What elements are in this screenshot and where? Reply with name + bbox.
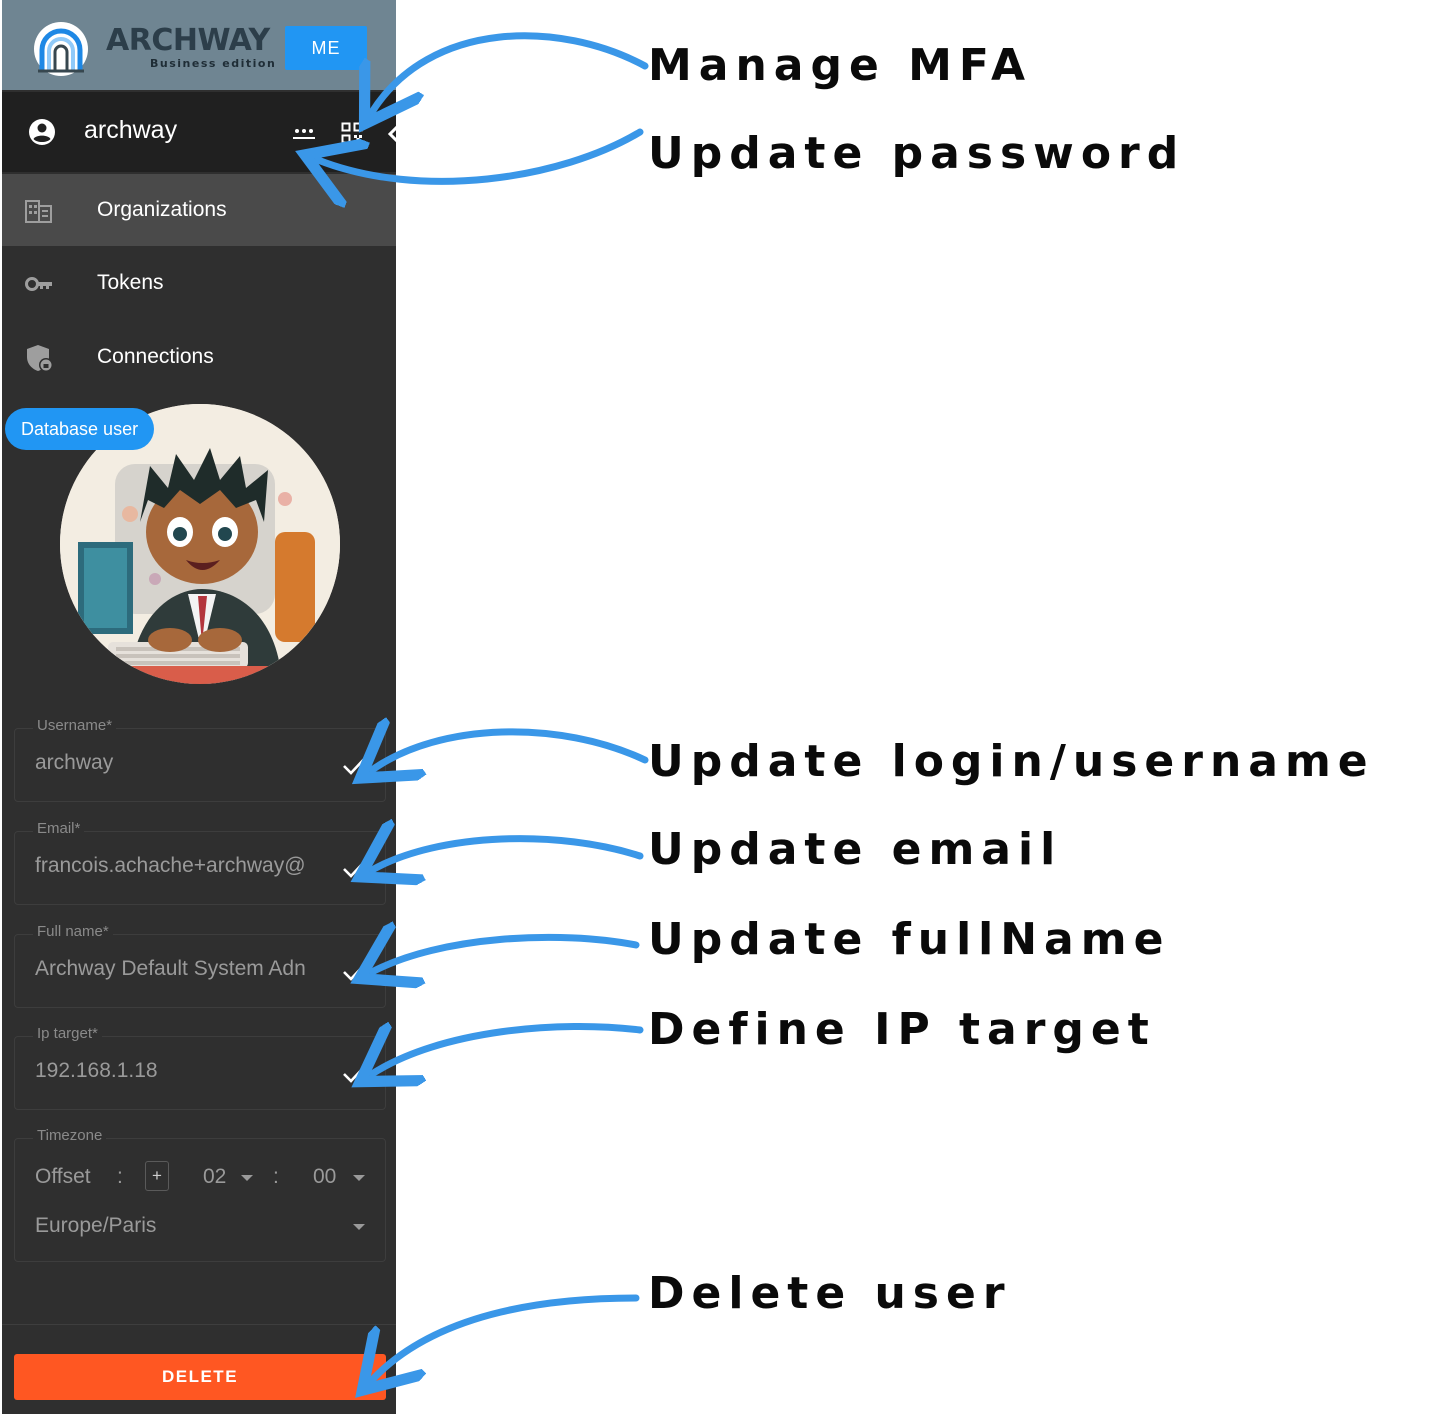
- timezone-zone-select[interactable]: Europe/Paris: [35, 1214, 157, 1237]
- sidebar-item-label: Organizations: [97, 198, 227, 221]
- annotation-delete-user: Delete user: [648, 1268, 1012, 1319]
- username-value[interactable]: archway: [35, 751, 114, 774]
- annotation-define-ip: Define IP target: [648, 1004, 1156, 1055]
- offset-hours-select[interactable]: 02: [203, 1165, 227, 1188]
- account-circle-icon: [29, 119, 55, 145]
- email-value[interactable]: francois.achache+archway@: [35, 854, 306, 877]
- user-name: archway: [84, 116, 178, 144]
- divider: [2, 1324, 396, 1325]
- user-bar: archway: [2, 92, 396, 172]
- fullname-label: Full name*: [33, 923, 113, 940]
- chevron-left-icon[interactable]: [386, 122, 396, 146]
- app-header: ARCHWAY Business edition ME: [2, 0, 396, 90]
- user-avatar[interactable]: [60, 404, 340, 684]
- organization-icon: [25, 200, 52, 223]
- offset-colon: :: [117, 1165, 123, 1188]
- delete-button[interactable]: DELETE: [14, 1354, 386, 1400]
- annotation-update-password: Update password: [648, 128, 1186, 179]
- sidebar-item-connections[interactable]: Connections: [2, 321, 396, 393]
- sidebar-item-tokens[interactable]: Tokens: [2, 247, 396, 319]
- logo-subtitle: Business edition: [150, 57, 277, 70]
- qr-code-icon[interactable]: [341, 122, 363, 144]
- fullname-field[interactable]: Full name* Archway Default System Adn: [14, 923, 386, 1008]
- username-label: Username*: [33, 717, 117, 734]
- chevron-down-icon[interactable]: [353, 1175, 365, 1181]
- check-icon[interactable]: [341, 753, 369, 777]
- email-field[interactable]: Email* francois.achache+archway@: [14, 820, 386, 905]
- offset-label: Offset: [35, 1165, 91, 1188]
- security-shield-icon: [27, 345, 53, 372]
- username-field[interactable]: Username* archway: [14, 717, 386, 802]
- annotation-update-email: Update email: [648, 824, 1063, 875]
- fullname-value[interactable]: Archway Default System Adn: [35, 957, 306, 980]
- arrow-ip: [372, 1026, 644, 1074]
- key-icon: [25, 277, 52, 291]
- sidebar-panel: ARCHWAY Business edition ME archway: [2, 0, 396, 1414]
- annotation-update-username: Update login/username: [648, 736, 1375, 787]
- check-icon[interactable]: [341, 959, 369, 983]
- avatar-illustration: [60, 404, 340, 684]
- database-user-badge: Database user: [5, 408, 155, 450]
- offset-sign-toggle[interactable]: +: [145, 1161, 169, 1191]
- offset-minutes-select[interactable]: 00: [313, 1165, 337, 1188]
- arrow-fullname: [372, 937, 640, 972]
- arrow-delete: [372, 1294, 640, 1380]
- archway-logo-icon: [34, 22, 88, 76]
- arrow-email: [372, 839, 644, 870]
- ip-target-value[interactable]: 192.168.1.18: [35, 1059, 158, 1082]
- password-icon[interactable]: [291, 120, 317, 146]
- check-icon[interactable]: [341, 1061, 369, 1085]
- arrow-mfa: [372, 32, 649, 112]
- ip-target-field[interactable]: Ip target* 192.168.1.18: [14, 1025, 386, 1110]
- me-button[interactable]: ME: [285, 26, 367, 70]
- logo-wordmark: ARCHWAY: [106, 23, 270, 58]
- annotation-update-fullname: Update fullName: [648, 914, 1171, 965]
- check-icon[interactable]: [341, 856, 369, 880]
- annotation-manage-mfa: Manage MFA: [648, 40, 1032, 91]
- email-label: Email*: [33, 820, 85, 837]
- timezone-field: Timezone Offset : + 02 : 00 Europe/Paris: [14, 1127, 386, 1262]
- ip-target-label: Ip target*: [33, 1025, 102, 1042]
- sidebar-item-organizations[interactable]: Organizations: [2, 174, 396, 246]
- sidebar-item-label: Connections: [97, 345, 214, 368]
- chevron-down-icon[interactable]: [241, 1175, 253, 1181]
- chevron-down-icon[interactable]: [353, 1224, 365, 1230]
- offset-minutes-colon: :: [273, 1165, 279, 1188]
- sidebar-item-label: Tokens: [97, 271, 164, 294]
- timezone-label: Timezone: [33, 1127, 107, 1144]
- arrow-username: [372, 732, 649, 770]
